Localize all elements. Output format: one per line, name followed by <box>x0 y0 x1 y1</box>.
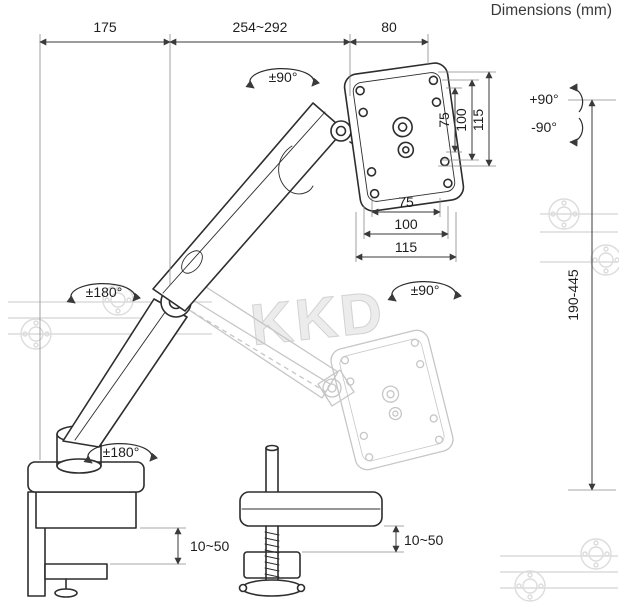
desk-clamp <box>27 461 145 598</box>
watermark-circle-icon <box>514 570 546 602</box>
swivel-base-label: ±180° <box>103 444 140 460</box>
height-range-label: 190-445 <box>565 269 581 321</box>
ghost-vesa-plate <box>330 329 454 471</box>
vesa-rotate-label: ±90° <box>411 282 440 298</box>
monitor-arm-drawing <box>27 62 465 598</box>
dim-width-mid-label: 254~292 <box>233 19 288 35</box>
clamp-left-range-label: 10~50 <box>190 538 230 554</box>
rotate-arc-vesa <box>387 281 463 302</box>
vesa-side-100-label: 100 <box>453 108 469 132</box>
dimensions: Dimensions (mm) 175 254~292 80 75 100 11… <box>39 2 616 565</box>
ghost-arm <box>167 277 454 471</box>
tilt-arc-down <box>569 117 584 147</box>
tilt-arc-up <box>569 83 584 113</box>
dim-width-right-label: 80 <box>381 19 397 35</box>
swivel-arc-base <box>83 443 159 464</box>
vesa-side-115-label: 115 <box>470 109 486 132</box>
upper-arm <box>152 102 345 312</box>
diagram-title: Dimensions (mm) <box>491 2 612 19</box>
dim-width-left-label: 175 <box>93 19 117 35</box>
watermark-text: KKD <box>247 279 388 358</box>
tilt-up-label: +90° <box>529 91 558 107</box>
grommet-mount <box>238 444 383 597</box>
swivel-top-label: ±90° <box>269 69 298 85</box>
vesa-bottom-100-label: 100 <box>394 216 418 232</box>
watermark-circle-icon <box>590 244 619 276</box>
vesa-plate <box>343 62 465 212</box>
watermark-circle-icon <box>580 538 612 570</box>
clamp-right-range-label: 10~50 <box>404 532 444 548</box>
tilt-down-label: -90° <box>531 119 557 135</box>
threaded-rod <box>264 531 280 584</box>
vesa-bottom-115-label: 115 <box>395 239 418 255</box>
swivel-arc-elbow <box>66 283 142 304</box>
vesa-side-75-label: 75 <box>436 112 452 128</box>
lower-arm <box>62 298 188 448</box>
swivel-arc-top <box>245 68 321 89</box>
vesa-bottom-75-label: 75 <box>398 194 414 210</box>
cable-hook <box>278 145 314 195</box>
watermark: KKD <box>8 198 619 602</box>
swivel-elbow-label: ±180° <box>86 284 123 300</box>
